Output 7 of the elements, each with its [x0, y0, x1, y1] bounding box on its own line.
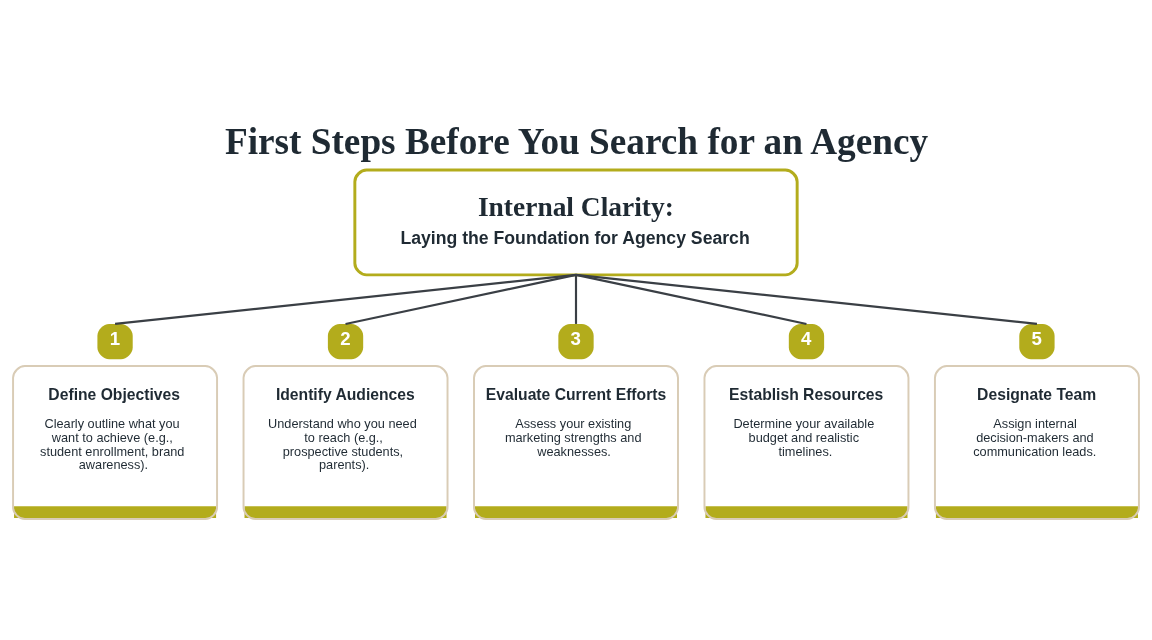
node-box: Internal Clarity: Laying the Foundation for Agency Search	[353, 168, 799, 276]
connector	[575, 273, 807, 325]
connector	[114, 273, 577, 325]
diagram-title: First Steps Before You Search for an Agency	[224, 120, 929, 162]
connector	[575, 273, 1038, 325]
connector	[574, 274, 578, 324]
connector	[345, 273, 577, 325]
